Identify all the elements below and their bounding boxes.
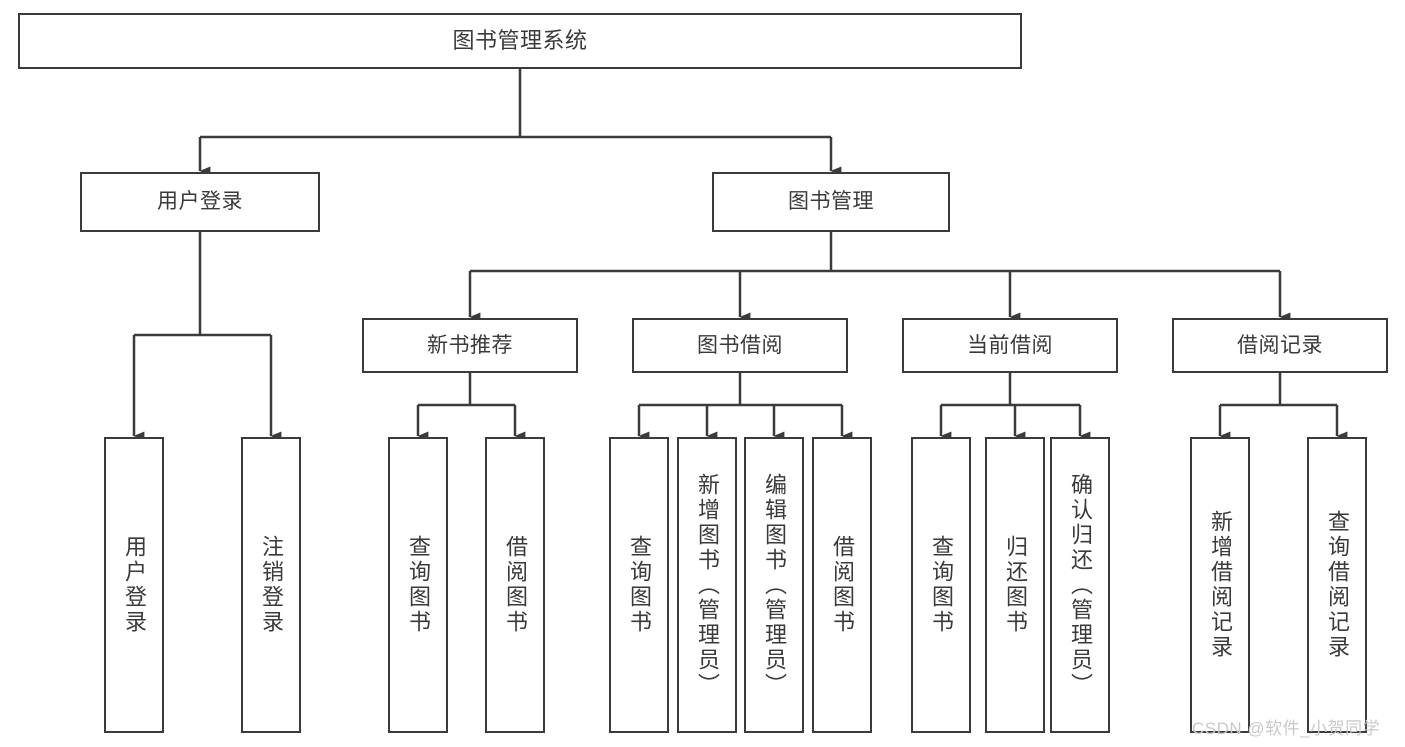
node-label: 新增图书（管理员） <box>695 472 720 698</box>
node-l-qbook3[interactable]: 查询图书 <box>911 437 971 733</box>
node-l-confirm[interactable]: 确认归还（管理员） <box>1050 437 1110 733</box>
node-label: 注销登录 <box>259 535 284 635</box>
node-borrow[interactable]: 图书借阅 <box>632 318 848 373</box>
node-l-bbook2[interactable]: 借阅图书 <box>812 437 872 733</box>
node-label: 用户登录 <box>122 535 147 635</box>
node-l-qbook1[interactable]: 查询图书 <box>388 437 448 733</box>
node-root[interactable]: 图书管理系统 <box>18 13 1022 69</box>
node-label: 确认归还（管理员） <box>1068 472 1093 698</box>
node-label: 借阅图书 <box>830 535 855 635</box>
node-label: 图书管理 <box>788 190 874 214</box>
node-l-qrec[interactable]: 查询借阅记录 <box>1307 437 1367 733</box>
node-l-logout[interactable]: 注销登录 <box>241 437 301 733</box>
node-l-editbook[interactable]: 编辑图书（管理员） <box>744 437 804 733</box>
node-label: 查询图书 <box>929 535 954 635</box>
node-label: 当前借阅 <box>967 333 1053 357</box>
node-l-qbook2[interactable]: 查询图书 <box>609 437 669 733</box>
node-label: 查询借阅记录 <box>1325 510 1350 660</box>
node-l-bbook1[interactable]: 借阅图书 <box>485 437 545 733</box>
node-l-return[interactable]: 归还图书 <box>985 437 1045 733</box>
node-label: 图书借阅 <box>697 333 783 357</box>
node-label: 查询图书 <box>627 535 652 635</box>
node-record[interactable]: 借阅记录 <box>1172 318 1388 373</box>
node-bookmgmt[interactable]: 图书管理 <box>712 172 950 232</box>
node-l-addbook[interactable]: 新增图书（管理员） <box>677 437 737 733</box>
node-label: 查询图书 <box>406 535 431 635</box>
node-l-addrec[interactable]: 新增借阅记录 <box>1190 437 1250 733</box>
node-label: 新书推荐 <box>427 333 513 357</box>
node-label: 借阅记录 <box>1237 333 1323 357</box>
node-label: 新增借阅记录 <box>1208 510 1233 660</box>
node-current[interactable]: 当前借阅 <box>902 318 1118 373</box>
node-newbook[interactable]: 新书推荐 <box>362 318 578 373</box>
node-login[interactable]: 用户登录 <box>80 172 320 232</box>
node-l-login[interactable]: 用户登录 <box>104 437 164 733</box>
node-label: 编辑图书（管理员） <box>762 472 787 698</box>
node-label: 图书管理系统 <box>452 27 588 53</box>
node-label: 归还图书 <box>1003 535 1028 635</box>
watermark-text: CSDN @软件_小贺同学 <box>1192 719 1381 738</box>
node-label: 用户登录 <box>157 190 243 214</box>
node-label: 借阅图书 <box>503 535 528 635</box>
